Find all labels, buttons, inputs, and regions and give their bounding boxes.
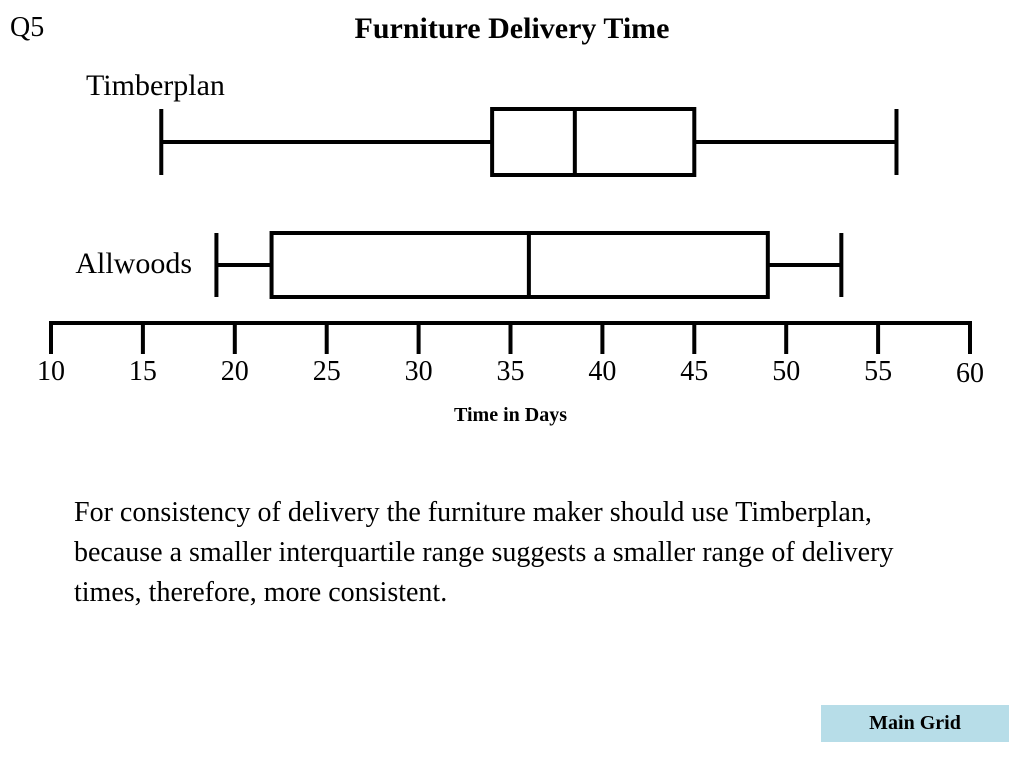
conclusion-text: For consistency of delivery the furnitur…: [74, 497, 894, 608]
x-tick-label: 30: [405, 356, 433, 387]
x-tick-label: 45: [680, 356, 708, 387]
x-axis-title: Time in Days: [454, 404, 567, 426]
series-label-allwoods: Allwoods: [75, 247, 192, 280]
x-tick-label: 20: [221, 356, 249, 387]
series-label-timberplan: Timberplan: [86, 69, 225, 102]
question-label: Q5: [10, 12, 45, 43]
x-tick-label: 50: [772, 356, 800, 387]
x-tick-label: 55: [864, 356, 892, 387]
x-tick-label: 35: [497, 356, 525, 387]
x-tick-label: 60: [956, 358, 984, 389]
chart-title: Furniture Delivery Time: [354, 12, 670, 45]
x-tick-label: 10: [37, 356, 65, 387]
x-tick-label: 40: [588, 356, 616, 387]
main-grid-button[interactable]: Main Grid: [821, 705, 1009, 742]
timberplan-iqr-box: [490, 107, 697, 177]
x-tick-label: 25: [313, 356, 341, 387]
allwoods-iqr-box: [269, 231, 770, 299]
x-tick-label: 15: [129, 356, 157, 387]
